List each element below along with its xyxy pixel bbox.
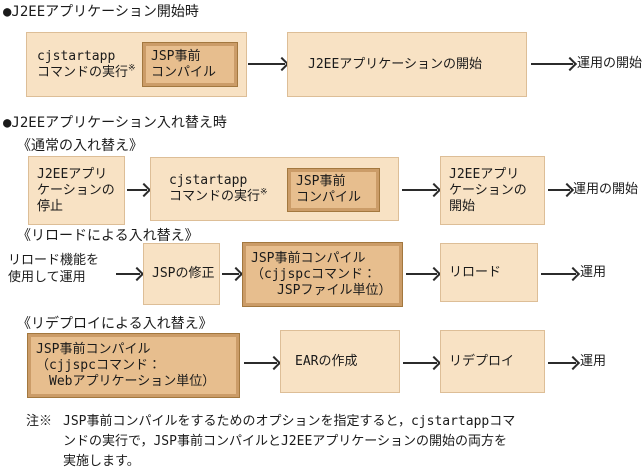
box-label: J2EEアプリ ケーションの 開始 <box>449 166 527 214</box>
box-cjstartapp-command: cjstartapp コマンドの実行※ JSP事前 コンパイル <box>26 32 247 97</box>
subsection-title-reload: 《リロードによる入れ替え》 <box>17 228 199 244</box>
box-label: JSP事前 コンパイル <box>296 174 362 205</box>
footnote-marker: 注※ <box>26 414 53 429</box>
box-label: リロード <box>449 264 502 280</box>
flow-arrow <box>548 189 570 191</box>
flow-arrow <box>548 362 576 364</box>
flow-arrow <box>406 273 437 275</box>
flow-arrow <box>248 63 285 65</box>
box-label: JSP事前 コンパイル <box>151 48 217 80</box>
label-operation-start: 運用の開始 <box>577 56 643 71</box>
box-label: JSPの修正 <box>152 266 215 281</box>
flow-arrow <box>222 273 239 275</box>
box-label: EARの作成 <box>295 353 358 369</box>
box-jsp-precompile: JSP事前 コンパイル <box>287 168 380 212</box>
footnote-text: JSP事前コンパイルをするためのオプションを指定すると，cjstartappコマ… <box>63 414 516 469</box>
flow-arrow <box>127 189 147 191</box>
box-jsp-fix: JSPの修正 <box>143 243 220 305</box>
box-cjstartapp-command: cjstartapp コマンドの実行※ JSP事前 コンパイル <box>150 157 399 221</box>
box-reload: リロード <box>440 243 538 302</box>
flow-arrow <box>403 362 437 364</box>
flow-arrow <box>116 273 140 275</box>
box-j2ee-app-start: J2EEアプリケーションの開始 <box>287 32 527 97</box>
label-operation: 運用 <box>580 354 607 369</box>
box-label: J2EEアプリケーションの開始 <box>308 56 483 72</box>
box-label: cjstartapp コマンドの実行※ <box>27 49 136 81</box>
box-label: J2EEアプリ ケーションの 停止 <box>37 166 115 214</box>
box-j2ee-app-start: J2EEアプリ ケーションの 開始 <box>440 156 545 225</box>
box-label: JSP事前コンパイル （cjjspcコマンド： JSPファイル単位） <box>251 250 392 298</box>
section-title-startup: ●J2EEアプリケーション開始時 <box>3 4 199 20</box>
box-jsp-precompile-cjjspc-file: JSP事前コンパイル （cjjspcコマンド： JSPファイル単位） <box>242 242 403 307</box>
section-title-replace: ●J2EEアプリケーション入れ替え時 <box>3 115 227 131</box>
box-redeploy: リデプロイ <box>440 330 545 393</box>
flow-arrow <box>531 63 573 65</box>
box-j2ee-app-stop: J2EEアプリ ケーションの 停止 <box>28 156 125 225</box>
label-operation-start: 運用の開始 <box>573 182 639 197</box>
flow-arrow <box>244 362 277 364</box>
box-jsp-precompile-cjjspc-webapp: JSP事前コンパイル （cjjspcコマンド： Webアプリケーション単位） <box>27 333 240 398</box>
label-reload-operation: リロード機能を 使用して運用 <box>8 253 100 285</box>
command-text: cjstartapp コマンドの実行 <box>37 48 129 80</box>
label-operation: 運用 <box>580 265 607 280</box>
box-jsp-precompile: JSP事前 コンパイル <box>142 42 238 87</box>
box-label: cjstartapp コマンドの実行※ <box>151 173 268 205</box>
box-label: リデプロイ <box>449 353 515 369</box>
subsection-title-redeploy: 《リデプロイによる入れ替え》 <box>17 316 213 332</box>
note-ref-mark: ※ <box>260 187 268 198</box>
flow-arrow <box>402 189 437 191</box>
note-ref-mark: ※ <box>128 63 136 74</box>
box-ear-create: EARの作成 <box>280 330 400 393</box>
flow-arrow <box>541 273 576 275</box>
subsection-title-normal: 《通常の入れ替え》 <box>17 138 143 154</box>
box-label: JSP事前コンパイル （cjjspcコマンド： Webアプリケーション単位） <box>36 341 216 389</box>
command-text: cjstartapp コマンドの実行 <box>169 173 261 204</box>
